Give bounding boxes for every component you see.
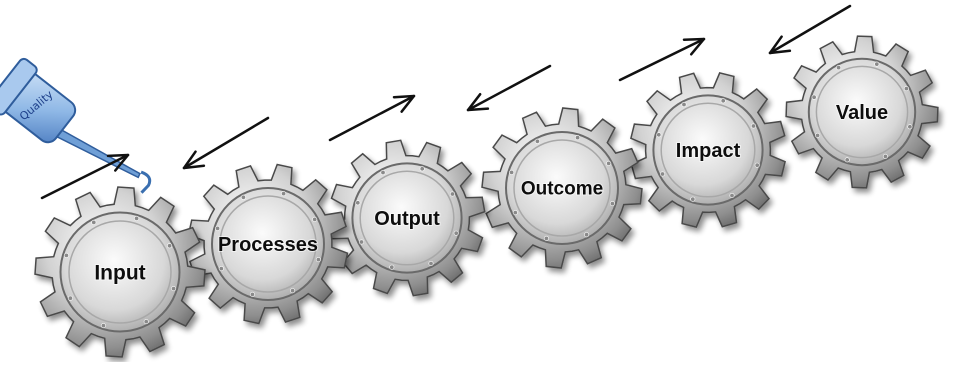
oil-can-icon: Quality [0,57,152,194]
arrow-shaft [466,64,552,112]
gear-rivet [720,98,726,104]
gear-rivet [690,196,696,202]
gear-inner-ring [815,65,909,159]
gear-processes: Processes [187,163,349,325]
gear-face [652,94,764,206]
gear-rivet [134,215,140,221]
gear-impact: Impact [630,72,786,228]
gear-rivet [355,200,361,206]
gear-rivet [453,230,459,236]
gear-rivet [681,102,687,108]
gear-inner-ring [219,195,317,293]
gear-input: Input [34,186,206,358]
gear-rivet [609,201,615,207]
arrow-head [182,150,206,170]
gear-output: Output [328,139,486,297]
gear-rivet [882,153,888,159]
gear-rivet [312,216,318,222]
gear-rivet [389,264,395,270]
gear-rivet [512,210,518,216]
oil-can-base [0,57,38,116]
gear-rivet [907,124,913,130]
gear-rivet [874,61,880,67]
gear-inner-ring [513,139,611,237]
gear-rivet [63,252,69,258]
gear-rivet [215,225,221,231]
gear-label: Processes [218,234,318,256]
gear-rivet [358,239,364,245]
gear-label: Impact [676,140,741,162]
gear-face [59,211,181,333]
gear-rivet [449,191,455,197]
gear-rivet [100,323,106,329]
gear-rivet [290,288,296,294]
gear-rivet [171,286,177,292]
gear-outcome: Outcome [481,107,643,269]
gear-rivet [584,232,590,238]
gear-face [351,162,463,274]
arrow-shaft [768,4,852,55]
gear-rivet [754,162,760,168]
gear-rivet [167,243,173,249]
gear-rivet [143,319,149,325]
gear-rivet [903,86,909,92]
arrow-head [466,92,490,112]
arrow-right-icon [618,37,706,82]
gear-rivet [729,193,735,199]
gear-rivet [419,166,425,172]
gear-face [211,187,325,301]
gear-label: Input [94,261,145,284]
gear-rivet [428,260,434,266]
gear-rivet [509,169,515,175]
arrow-shaft [328,94,416,142]
gear-face [807,57,917,167]
gear-rivet [315,257,321,263]
gear-rivet [656,132,662,138]
arrow-head [106,153,130,172]
gear-inner-ring [359,170,455,266]
arrow-right-icon [328,94,416,142]
gear-rivet [240,194,246,200]
arrow-shaft [40,153,130,200]
gear-rivet [543,235,549,241]
gear-rivet [811,94,817,100]
gear-label: Outcome [521,179,603,200]
gear-rivet [750,123,756,129]
gear-label: Output [374,208,440,230]
arrow-head [768,35,792,55]
arrow-left-icon [182,116,270,170]
arrow-shaft [182,116,270,170]
arrow-head [682,37,706,56]
gear-rivet [91,219,97,225]
gear-rivet [575,135,581,141]
arrow-left-icon [466,64,552,112]
gear-rivet [844,157,850,163]
gear-rivet [606,160,612,166]
oil-can-spout-tip [140,170,152,194]
gear-rivet [67,295,73,301]
gear-rivet [815,132,821,138]
gear-inner-ring [68,220,172,324]
arrow-head [392,94,416,113]
gear-rivet [281,191,287,197]
gear-rivet [836,65,842,71]
arrow-right-icon [40,153,130,200]
gear-rivet [218,266,224,272]
gear-value: Value [785,35,939,189]
gear-inner-ring [660,102,756,198]
arrow-left-icon [768,4,852,55]
gear-rivet [534,138,540,144]
gear-rivet [380,170,386,176]
gear-face [505,131,619,245]
gear-rivet [249,291,255,297]
gear-label: Value [836,102,888,124]
arrow-shaft [618,37,706,82]
gear-rivet [659,171,665,177]
